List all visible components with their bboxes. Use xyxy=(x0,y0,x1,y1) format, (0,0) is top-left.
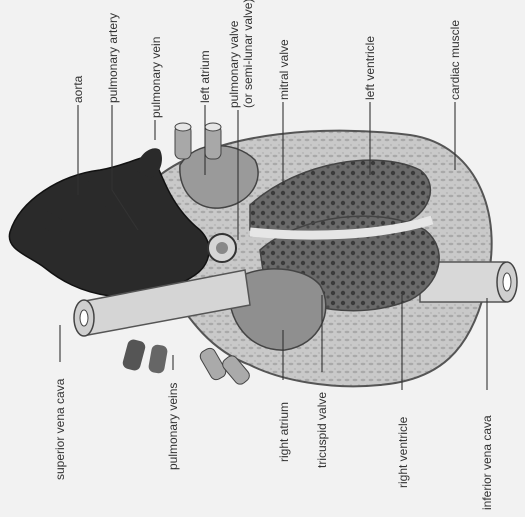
label-pulmonary-valve: pulmonary valve xyxy=(227,20,241,108)
label-aorta: aorta xyxy=(71,75,85,103)
label-mitral-valve: mitral valve xyxy=(277,39,291,100)
label-right-atrium: right atrium xyxy=(277,402,291,462)
label-pulmonary-vein: pulmonary vein xyxy=(149,37,163,118)
label-pulmonary-artery: pulmonary artery xyxy=(106,13,120,103)
label-right-ventricle: right ventricle xyxy=(396,416,410,488)
label-superior-vena-cava: superior vena cava xyxy=(53,378,67,480)
label-pulmonary-veins: pulmonary veins xyxy=(166,383,180,470)
label-inferior-vena-cava: inferior vena cava xyxy=(480,415,494,510)
label-cardiac-muscle: cardiac muscle xyxy=(448,20,462,100)
label-left-atrium: left atrium xyxy=(198,50,212,103)
label-left-ventricle: left ventricle xyxy=(363,36,377,100)
label-semilunar-valve: (or semi-lunar valve) xyxy=(241,0,255,108)
label-tricuspid-valve: tricuspid valve xyxy=(315,392,329,468)
